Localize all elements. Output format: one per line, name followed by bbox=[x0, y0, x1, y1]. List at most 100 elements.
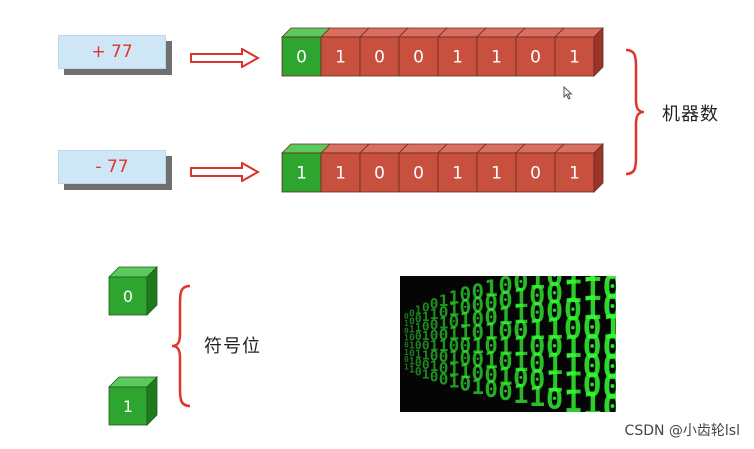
binary-digit: 0 bbox=[513, 364, 528, 394]
binary-digit: 0 bbox=[529, 365, 545, 396]
binary-digit: 1 bbox=[415, 321, 422, 334]
binary-digit: 0 bbox=[484, 362, 497, 388]
binary-digit: 0 bbox=[404, 312, 409, 321]
bit-value: 0 bbox=[530, 48, 541, 68]
negative-number-label: - 77 bbox=[58, 150, 166, 184]
bit-value: 1 bbox=[335, 164, 346, 184]
binary-digit: 0 bbox=[471, 280, 484, 304]
data-bit-cube: 1 bbox=[320, 143, 370, 193]
binary-digit: 0 bbox=[498, 317, 512, 345]
binary-digit: 1 bbox=[422, 367, 430, 382]
binary-digit: 0 bbox=[602, 287, 616, 326]
binary-digit: 0 bbox=[449, 337, 460, 357]
binary-digit: 0 bbox=[415, 330, 422, 343]
binary-digit: 1 bbox=[583, 276, 602, 289]
sign-bit-cube: 0 bbox=[281, 27, 331, 77]
bit-value: 0 bbox=[530, 164, 541, 184]
sign-bit-value: 1 bbox=[123, 397, 133, 416]
arrow-right-icon bbox=[190, 162, 260, 182]
binary-digit: 0 bbox=[564, 293, 582, 328]
binary-digit: 1 bbox=[583, 276, 602, 308]
binary-digit: 1 bbox=[529, 382, 545, 412]
binary-digit: 1 bbox=[484, 348, 497, 374]
binary-digit: 0 bbox=[529, 348, 545, 379]
bit-value: 0 bbox=[413, 48, 424, 68]
data-bit-cube: 0 bbox=[398, 27, 448, 77]
binary-digit: 0 bbox=[583, 347, 602, 385]
bit-value: 0 bbox=[374, 48, 385, 68]
binary-digit: 0 bbox=[546, 329, 563, 363]
binary-digit: 0 bbox=[409, 316, 415, 327]
binary-digit: 0 bbox=[602, 327, 616, 366]
bit-value: 1 bbox=[569, 164, 580, 184]
binary-digit: 0 bbox=[471, 320, 484, 344]
binary-digit: 1 bbox=[449, 361, 460, 381]
binary-digit: 0 bbox=[404, 355, 409, 364]
bit-value: 0 bbox=[413, 164, 424, 184]
data-bit-cube: 1 bbox=[476, 143, 526, 193]
binary-digit: 1 bbox=[404, 334, 409, 343]
binary-digit: 1 bbox=[409, 356, 415, 367]
binary-digit: 0 bbox=[415, 357, 422, 370]
binary-digit: 0 bbox=[471, 293, 484, 317]
binary-digit: 0 bbox=[498, 287, 512, 315]
binary-digit: 1 bbox=[439, 336, 449, 355]
binary-digit: 1 bbox=[439, 291, 449, 310]
binary-digit: 1 bbox=[529, 276, 545, 295]
binary-digit: 0 bbox=[439, 358, 449, 377]
binary-digit: 1 bbox=[513, 380, 528, 410]
binary-digit: 0 bbox=[602, 276, 616, 286]
bit-value: 1 bbox=[296, 164, 307, 184]
binary-digit: 1 bbox=[498, 363, 512, 391]
binary-digit: 1 bbox=[439, 314, 449, 333]
data-bit-cube: 0 bbox=[515, 27, 565, 77]
data-bit-cube: 0 bbox=[359, 143, 409, 193]
binary-digit: 1 bbox=[430, 338, 439, 354]
bit-value: 1 bbox=[335, 48, 346, 68]
bit-value: 1 bbox=[569, 48, 580, 68]
data-bit-cube: 0 bbox=[398, 143, 448, 193]
binary-digit: 0 bbox=[583, 308, 602, 346]
watermark: CSDN @小齿轮lsl bbox=[624, 423, 740, 439]
binary-digit: 1 bbox=[484, 276, 497, 302]
binary-digit: 1 bbox=[422, 348, 430, 363]
binary-code-image: 0010011001001011010011010000100110011001… bbox=[400, 276, 616, 412]
binary-digit: 1 bbox=[513, 284, 528, 314]
binary-digit: 0 bbox=[546, 382, 563, 412]
binary-digit: 1 bbox=[430, 307, 439, 323]
binary-digit: 1 bbox=[430, 359, 439, 375]
arrow-right-icon bbox=[190, 48, 260, 68]
binary-digit: 1 bbox=[471, 334, 484, 358]
binary-digit: 0 bbox=[415, 313, 422, 326]
binary-digit: 0 bbox=[404, 326, 409, 335]
binary-digit: 1 bbox=[498, 332, 512, 360]
binary-digit: 0 bbox=[439, 347, 449, 366]
binary-digit: 0 bbox=[422, 319, 430, 334]
binary-digit: 1 bbox=[546, 364, 563, 398]
binary-digit: 0 bbox=[484, 305, 497, 331]
binary-digit: 1 bbox=[449, 325, 460, 345]
binary-digit: 0 bbox=[430, 349, 439, 365]
binary-digit: 1 bbox=[460, 360, 472, 383]
binary-digit: 0 bbox=[498, 348, 512, 376]
binary-digit: 0 bbox=[439, 302, 449, 321]
bit-value: 1 bbox=[491, 164, 502, 184]
binary-digit: 1 bbox=[583, 385, 602, 412]
binary-digit: 0 bbox=[529, 281, 545, 312]
sign-bit-cube: 1 bbox=[281, 143, 331, 193]
binary-digit: 1 bbox=[422, 329, 430, 344]
binary-digit: 0 bbox=[409, 308, 415, 319]
binary-digit: 0 bbox=[498, 378, 512, 406]
binary-digit: 1 bbox=[422, 310, 430, 325]
binary-digit: 0 bbox=[430, 370, 439, 386]
binary-digit: 0 bbox=[583, 366, 602, 404]
sign-bit-label: 符号位 bbox=[204, 336, 261, 357]
binary-digit: 1 bbox=[409, 364, 415, 375]
binary-digit: 0 bbox=[449, 313, 460, 333]
data-bit-cube: 1 bbox=[554, 27, 604, 77]
binary-digit: 0 bbox=[471, 348, 484, 372]
binary-digit: 0 bbox=[415, 339, 422, 352]
binary-digit: 0 bbox=[404, 341, 409, 350]
